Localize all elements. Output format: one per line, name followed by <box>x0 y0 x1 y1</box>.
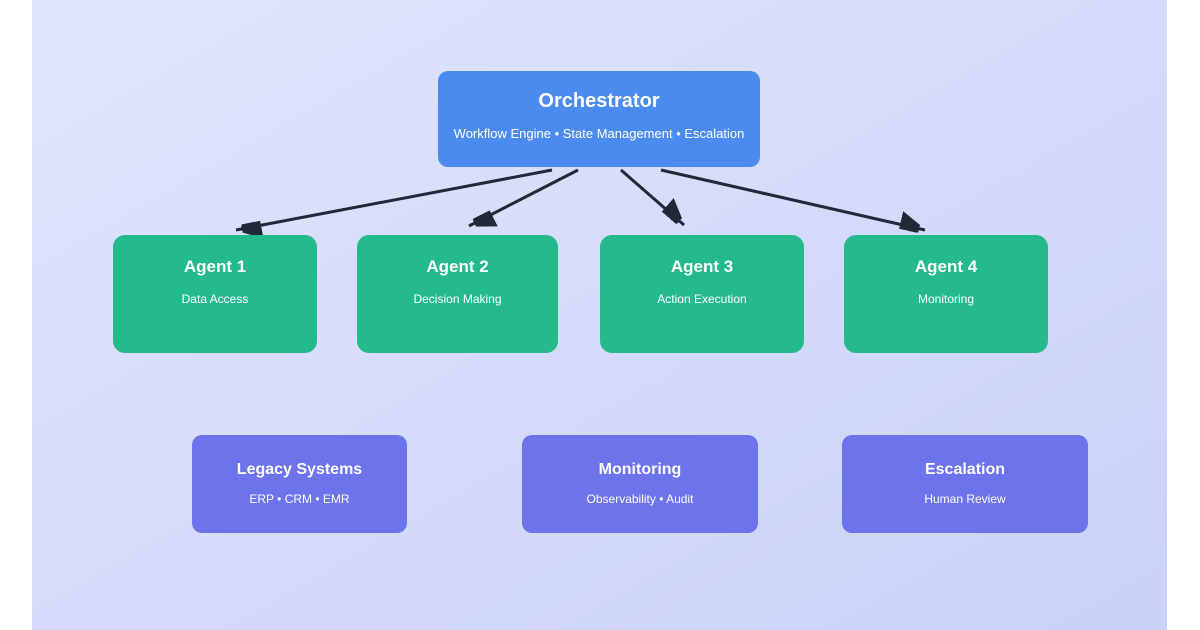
monitoring-node: Monitoring Observability • Audit <box>522 435 758 533</box>
agent-2-title: Agent 2 <box>426 257 489 276</box>
orchestrator-node: Orchestrator Workflow Engine • State Man… <box>438 71 760 167</box>
escalation-subtitle: Human Review <box>924 491 1006 506</box>
monitoring-title: Monitoring <box>598 461 682 478</box>
agent-3-subtitle: Action Execution <box>657 291 747 306</box>
agent-1-title: Agent 1 <box>183 257 247 276</box>
agent-2-subtitle: Decision Making <box>413 291 502 306</box>
agent-4-node: Agent 4 Monitoring <box>844 235 1048 353</box>
orchestrator-title: Orchestrator <box>538 90 660 112</box>
legacy-systems-title: Legacy Systems <box>236 461 363 478</box>
escalation-node: Escalation Human Review <box>842 435 1088 533</box>
monitoring-subtitle: Observability • Audit <box>586 491 694 506</box>
agent-4-title: Agent 4 <box>914 257 978 276</box>
agent-4-subtitle: Monitoring <box>917 291 975 306</box>
orchestrator-subtitle: Workflow Engine • State Management • Esc… <box>453 126 745 141</box>
legacy-systems-node: Legacy Systems ERP • CRM • EMR <box>192 435 407 533</box>
agent-1-node: Agent 1 Data Access <box>113 235 317 353</box>
escalation-title: Escalation <box>924 461 1006 478</box>
agent-3-title: Agent 3 <box>670 257 734 276</box>
agent-3-node: Agent 3 Action Execution <box>600 235 804 353</box>
legacy-systems-subtitle: ERP • CRM • EMR <box>249 491 350 506</box>
agent-1-subtitle: Data Access <box>181 291 249 306</box>
agent-2-node: Agent 2 Decision Making <box>357 235 558 353</box>
